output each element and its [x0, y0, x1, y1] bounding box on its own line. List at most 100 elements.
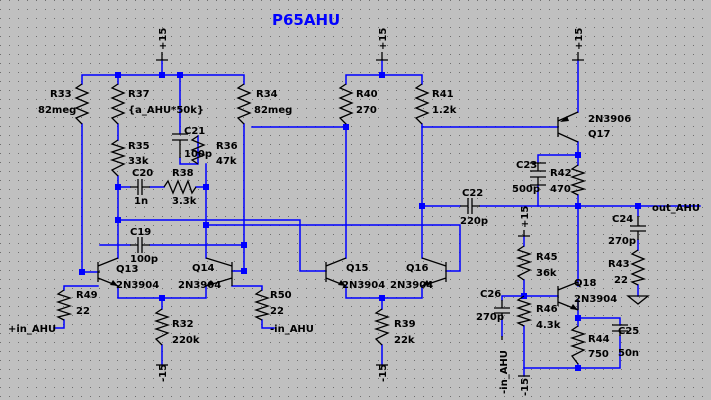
- net-label-in-neg-right: -in_AHU: [499, 336, 510, 394]
- supply-plus-4: +15: [518, 206, 531, 237]
- svg-text:R45: R45: [536, 252, 558, 263]
- capacitor-c23: C23 500p: [512, 160, 546, 195]
- svg-text:270: 270: [356, 105, 377, 116]
- svg-text:R37: R37: [128, 89, 150, 100]
- svg-text:2N3904: 2N3904: [390, 280, 433, 291]
- svg-text:+15: +15: [520, 206, 531, 228]
- svg-text:36k: 36k: [536, 268, 557, 279]
- svg-text:Q17: Q17: [588, 129, 610, 140]
- svg-text:Q16: Q16: [406, 263, 428, 274]
- svg-text:R49: R49: [76, 290, 98, 301]
- svg-text:R36: R36: [216, 141, 238, 152]
- svg-text:-in_AHU: -in_AHU: [499, 350, 510, 394]
- svg-text:22: 22: [76, 306, 90, 317]
- svg-text:3.3k: 3.3k: [172, 196, 197, 207]
- resistor-r40: R40 270: [338, 83, 378, 125]
- svg-text:R41: R41: [432, 89, 454, 100]
- svg-text:R34: R34: [256, 89, 278, 100]
- junction-dots: [79, 72, 641, 371]
- capacitor-c21: C21 100p: [172, 126, 212, 160]
- capacitor-c26: C26 270p: [476, 289, 510, 323]
- svg-text:+15: +15: [378, 28, 389, 50]
- supply-plus-3: +15: [572, 28, 585, 61]
- svg-text:R33: R33: [50, 89, 72, 100]
- svg-text:-15: -15: [158, 364, 169, 382]
- svg-text:50n: 50n: [618, 348, 639, 359]
- capacitor-c20: C20 1n: [130, 168, 153, 207]
- svg-text:4.3k: 4.3k: [536, 320, 561, 331]
- resistor-r50: R50 22: [253, 289, 292, 321]
- svg-text:270p: 270p: [476, 312, 504, 323]
- transistor-q15: Q15 2N3904: [325, 257, 385, 291]
- resistor-r49: R49 22: [55, 289, 98, 321]
- svg-text:82meg: 82meg: [254, 105, 292, 116]
- resistor-r45: R45 36k: [515, 245, 558, 281]
- svg-text:C19: C19: [130, 227, 151, 238]
- svg-text:500p: 500p: [512, 184, 540, 195]
- svg-text:R44: R44: [588, 334, 610, 345]
- svg-text:C26: C26: [480, 289, 501, 300]
- svg-text:R43: R43: [608, 259, 630, 270]
- svg-text:82meg: 82meg: [38, 105, 76, 116]
- resistor-r43: R43 22: [608, 249, 647, 286]
- transistor-q16: Q16 2N3904: [390, 257, 447, 291]
- resistor-r41: R41 1.2k: [414, 83, 457, 125]
- transistor-q18: Q18 2N3904: [557, 278, 617, 311]
- supply-minus-1: -15: [156, 364, 169, 382]
- svg-text:R40: R40: [356, 89, 378, 100]
- svg-text:C20: C20: [132, 168, 153, 179]
- svg-text:R50: R50: [270, 290, 292, 301]
- transistor-q14: Q14 2N3904: [178, 257, 233, 291]
- svg-text:270p: 270p: [608, 236, 636, 247]
- resistor-r32: R32 220k: [153, 308, 200, 346]
- resistor-r38: R38 3.3k: [163, 168, 197, 207]
- svg-text:1.2k: 1.2k: [432, 105, 457, 116]
- svg-text:2N3904: 2N3904: [116, 280, 159, 291]
- supply-minus-3: -15: [518, 375, 531, 396]
- svg-text:220p: 220p: [460, 216, 488, 227]
- resistor-r46: R46 4.3k: [515, 295, 561, 331]
- transistor-q17: 2N3906 Q17: [557, 111, 631, 143]
- svg-text:{a_AHU*50k}: {a_AHU*50k}: [128, 105, 204, 116]
- svg-text:22k: 22k: [394, 335, 415, 346]
- net-label-in-neg-left: -in_AHU: [270, 324, 314, 335]
- svg-text:2N3904: 2N3904: [178, 280, 221, 291]
- svg-text:C22: C22: [462, 188, 483, 199]
- svg-text:Q18: Q18: [574, 278, 596, 289]
- net-label-in-pos: +in_AHU: [8, 324, 56, 335]
- ground-symbol: [626, 295, 650, 305]
- resistor-r39: R39 22k: [373, 308, 416, 346]
- net-label-out: out_AHU: [652, 203, 700, 214]
- resistor-r37: R37 {a_AHU*50k}: [110, 83, 204, 125]
- svg-text:-15: -15: [378, 364, 389, 382]
- capacitor-c19: C19 100p: [130, 227, 158, 265]
- resistor-r33: R33 82meg: [38, 83, 90, 125]
- svg-text:Q15: Q15: [346, 263, 368, 274]
- transistor-q13: Q13 2N3904: [97, 257, 159, 291]
- svg-text:C25: C25: [618, 326, 639, 337]
- svg-text:Q13: Q13: [116, 264, 138, 275]
- svg-text:22: 22: [614, 275, 628, 286]
- svg-text:100p: 100p: [130, 254, 158, 265]
- svg-text:100p: 100p: [184, 149, 212, 160]
- resistor-r42: R42 470: [550, 164, 587, 196]
- svg-text:C24: C24: [612, 214, 633, 225]
- resistor-r35: R35 33k: [109, 139, 150, 177]
- svg-text:R35: R35: [128, 141, 150, 152]
- resistor-r44: R44 750: [569, 325, 610, 365]
- svg-text:+15: +15: [158, 28, 169, 50]
- svg-text:R39: R39: [394, 319, 416, 330]
- svg-text:C21: C21: [184, 126, 205, 137]
- svg-text:R46: R46: [536, 304, 558, 315]
- capacitor-c25: C25 50n: [612, 324, 639, 359]
- svg-text:C23: C23: [516, 160, 537, 171]
- supply-plus-2: +15: [376, 28, 389, 61]
- svg-text:2N3906: 2N3906: [588, 114, 631, 125]
- svg-text:1n: 1n: [134, 196, 148, 207]
- svg-text:R42: R42: [550, 168, 572, 179]
- supply-minus-2: -15: [376, 364, 389, 382]
- svg-text:-15: -15: [520, 378, 531, 396]
- svg-text:R32: R32: [172, 319, 194, 330]
- resistor-r36: R36 47k: [190, 135, 238, 167]
